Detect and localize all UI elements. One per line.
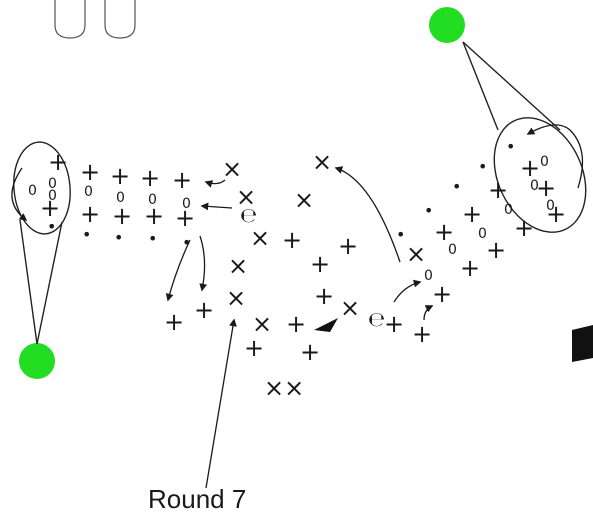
svg-text:•: • bbox=[82, 225, 91, 244]
svg-text:+: + bbox=[310, 250, 330, 278]
svg-text:+: + bbox=[520, 154, 540, 182]
svg-text:+: + bbox=[286, 310, 306, 338]
svg-text:+: + bbox=[536, 174, 556, 202]
svg-text:•: • bbox=[452, 177, 461, 196]
svg-text:×: × bbox=[236, 183, 256, 211]
svg-text:+: + bbox=[194, 296, 214, 324]
svg-text:+: + bbox=[486, 236, 506, 264]
svg-text:0: 0 bbox=[84, 184, 93, 200]
svg-text:0: 0 bbox=[424, 268, 433, 284]
svg-text:+: + bbox=[48, 148, 68, 176]
magnifier-right bbox=[462, 41, 587, 233]
svg-text:+: + bbox=[462, 200, 482, 228]
svg-text:+: + bbox=[140, 164, 160, 192]
svg-text:•: • bbox=[114, 228, 123, 247]
svg-text:+: + bbox=[144, 202, 164, 230]
svg-text:+: + bbox=[434, 218, 454, 246]
svg-text:•: • bbox=[424, 201, 433, 220]
svg-text:×: × bbox=[252, 310, 272, 338]
svg-text:+: + bbox=[112, 202, 132, 230]
arrows bbox=[11, 124, 584, 489]
svg-text:•: • bbox=[47, 217, 56, 236]
svg-text:•: • bbox=[396, 225, 405, 244]
svg-text:•: • bbox=[182, 233, 191, 252]
triangle-marker-edge bbox=[572, 325, 593, 362]
svg-text:×: × bbox=[312, 148, 332, 176]
svg-text:+: + bbox=[300, 338, 320, 366]
green-marker-top-right bbox=[429, 7, 465, 43]
svg-text:+: + bbox=[338, 232, 358, 260]
svg-text:0: 0 bbox=[546, 198, 555, 214]
svg-text:×: × bbox=[222, 155, 242, 183]
decorative-shapes bbox=[54, 0, 136, 39]
svg-text:+: + bbox=[488, 176, 508, 204]
svg-text:0: 0 bbox=[504, 202, 513, 218]
svg-text:0: 0 bbox=[530, 178, 539, 194]
svg-text:0: 0 bbox=[48, 176, 57, 192]
svg-text:0: 0 bbox=[448, 242, 457, 258]
svg-text:+: + bbox=[514, 214, 534, 242]
svg-text:+: + bbox=[164, 308, 184, 336]
svg-text:0: 0 bbox=[148, 192, 157, 208]
magnifier-left bbox=[13, 141, 71, 345]
svg-text:+: + bbox=[175, 204, 195, 232]
svg-text:+: + bbox=[80, 200, 100, 228]
svg-text:0: 0 bbox=[48, 188, 57, 204]
svg-text:℮: ℮ bbox=[368, 307, 385, 331]
svg-text:+: + bbox=[412, 320, 432, 348]
svg-text:×: × bbox=[406, 240, 426, 268]
svg-text:0: 0 bbox=[540, 154, 549, 170]
svg-text:×: × bbox=[340, 294, 360, 322]
svg-text:+: + bbox=[282, 226, 302, 254]
svg-text:+: + bbox=[172, 166, 192, 194]
svg-text:•: • bbox=[148, 229, 157, 248]
svg-text:+: + bbox=[460, 254, 480, 282]
svg-text:+: + bbox=[314, 282, 334, 310]
svg-text:0: 0 bbox=[28, 183, 37, 199]
svg-text:+: + bbox=[244, 334, 264, 362]
svg-text:×: × bbox=[228, 252, 248, 280]
svg-text:+: + bbox=[384, 310, 404, 338]
svg-text:+: + bbox=[80, 158, 100, 186]
svg-text:•: • bbox=[478, 157, 487, 176]
svg-text:××: ×× bbox=[264, 374, 304, 402]
svg-text:0: 0 bbox=[478, 226, 487, 242]
svg-text:0: 0 bbox=[182, 196, 191, 212]
triangle-marker bbox=[314, 318, 338, 332]
svg-text:0: 0 bbox=[116, 190, 125, 206]
stitch-symbols: + 0 0 0 + • + + + + 0 0 0 0 + + + + • • … bbox=[28, 137, 566, 402]
svg-text:×: × bbox=[250, 224, 270, 252]
round-label: Round 7 bbox=[148, 484, 246, 514]
svg-text:+: + bbox=[432, 280, 452, 308]
svg-text:℮: ℮ bbox=[240, 203, 257, 227]
svg-text:+: + bbox=[546, 200, 566, 228]
svg-text:×: × bbox=[226, 284, 246, 312]
green-marker-left bbox=[19, 343, 55, 379]
svg-text:•: • bbox=[506, 137, 515, 156]
svg-text:+: + bbox=[40, 194, 60, 222]
svg-text:×: × bbox=[294, 186, 314, 214]
svg-text:+: + bbox=[110, 162, 130, 190]
